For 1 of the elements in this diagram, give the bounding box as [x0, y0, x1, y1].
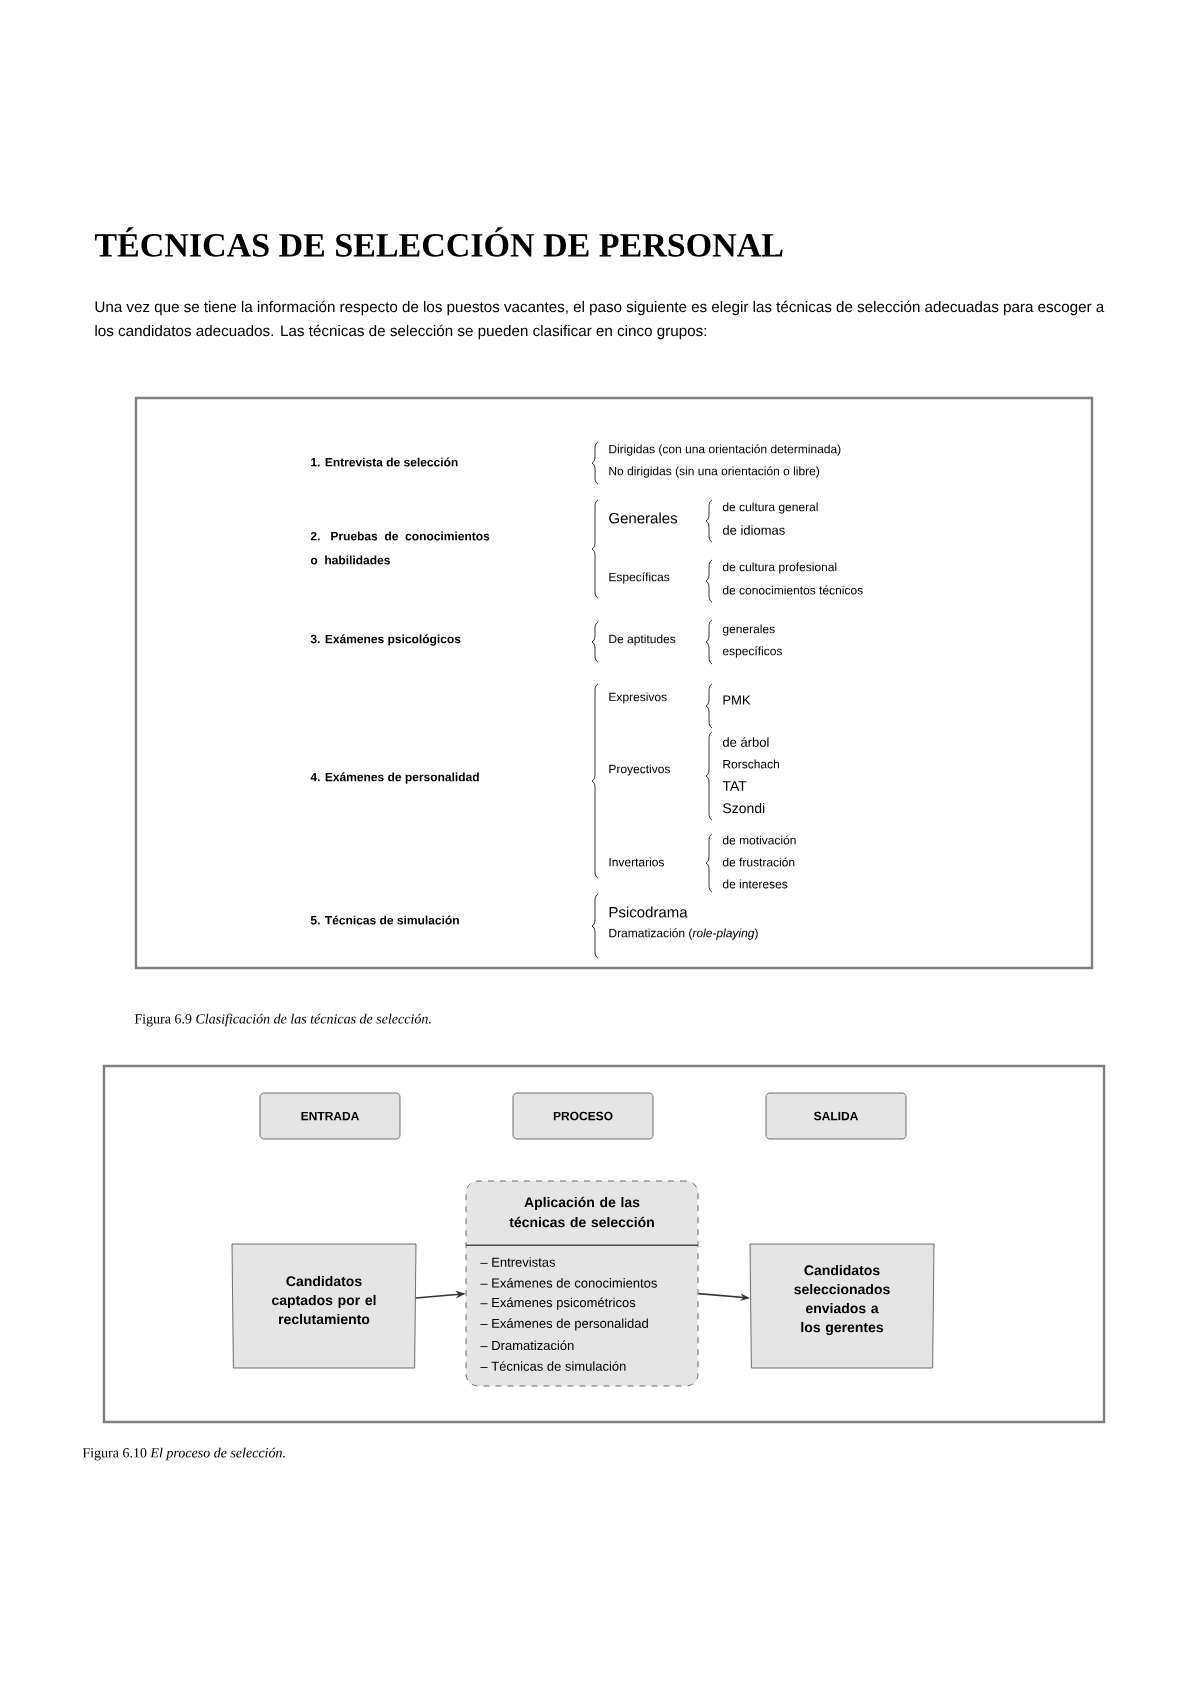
page-title: TÉCNICAS DE SELECCIÓN DE PERSONAL [94, 227, 783, 257]
